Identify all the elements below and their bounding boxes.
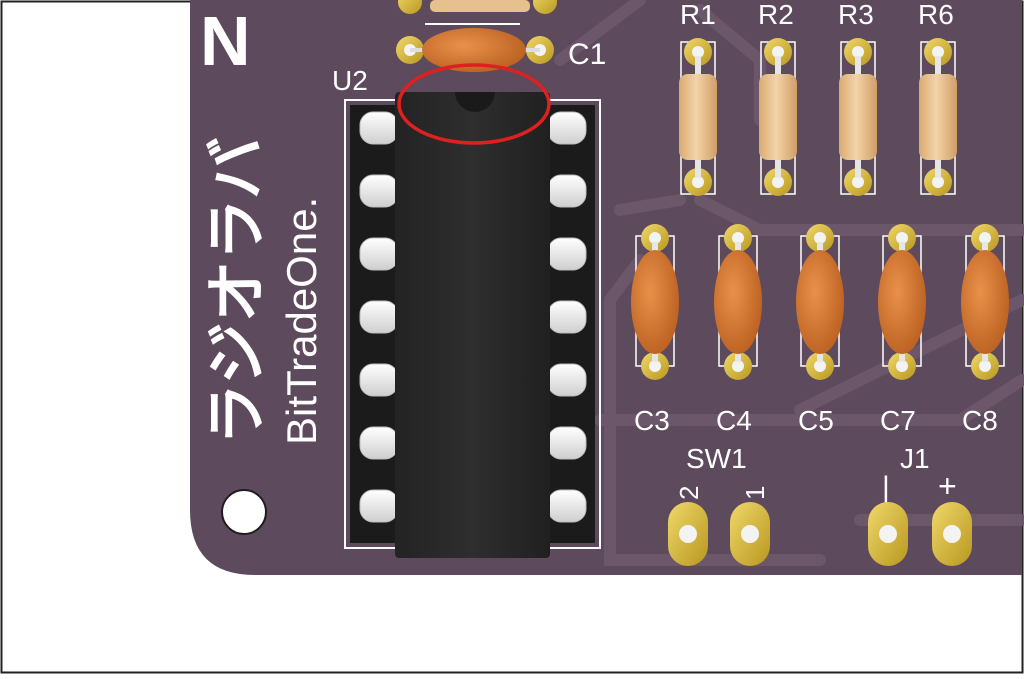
capacitor [714, 224, 762, 380]
sw1-pin2-label: 2 [674, 486, 704, 500]
label-c1: C1 [568, 38, 606, 71]
ic-pin [359, 489, 399, 523]
ic-pin [359, 426, 399, 460]
capacitor-labels: C3 C4 C5 C7 C8 [634, 405, 998, 436]
label-c5: C5 [798, 405, 834, 436]
ic-pin [547, 363, 587, 397]
label-r1: R1 [680, 0, 716, 30]
ic-pin1-notch [455, 92, 495, 112]
capacitor [631, 224, 679, 380]
ic-pin [547, 237, 587, 271]
j1-pads [868, 502, 972, 566]
label-c7: C7 [880, 405, 916, 436]
sw1-pin1-label: 1 [740, 486, 770, 500]
ic-pin [547, 489, 587, 523]
label-r2: R2 [758, 0, 794, 30]
logo-katakana: ラジオラバ [203, 137, 272, 445]
mounting-hole [221, 489, 267, 535]
sw1-pads [668, 502, 770, 566]
svg-text:1: 1 [740, 486, 770, 500]
resistor-labels: R1 R2 R3 R6 [680, 0, 954, 30]
capacitor [878, 224, 926, 380]
top-partial-component [398, 0, 557, 25]
j1-pin-plus-label: + [938, 468, 957, 504]
silk-letter-n: N [200, 2, 251, 80]
label-r6: R6 [918, 0, 954, 30]
label-sw1: SW1 [686, 443, 747, 474]
label-u2: U2 [332, 65, 368, 96]
capacitor [961, 224, 1009, 380]
ic-pin [359, 363, 399, 397]
ic-pin [359, 174, 399, 208]
highlight-ellipse [397, 63, 551, 145]
label-r3: R3 [838, 0, 874, 30]
label-c3: C3 [634, 405, 670, 436]
ic-pin [359, 300, 399, 334]
capacitor-group [631, 224, 1009, 380]
label-c8: C8 [962, 405, 998, 436]
resistor [759, 38, 797, 196]
resistor [839, 38, 877, 196]
resistor [919, 38, 957, 196]
ic-pin [547, 174, 587, 208]
label-j1: J1 [900, 443, 930, 474]
capacitor-c1 [396, 28, 554, 72]
ic-body [395, 92, 550, 558]
svg-text:2: 2 [674, 486, 704, 500]
resistor-group [679, 38, 957, 196]
resistor [679, 38, 717, 196]
logo-brand: BitTradeOne. [278, 197, 325, 445]
ic-pin [359, 237, 399, 271]
ic-pin [547, 111, 587, 145]
ic-pin [359, 111, 399, 145]
svg-text:ラジオラバ: ラジオラバ [203, 137, 272, 445]
svg-text:BitTradeOne.: BitTradeOne. [278, 197, 325, 445]
label-c4: C4 [716, 405, 752, 436]
capacitor [796, 224, 844, 380]
j1-pin-minus-label: | [882, 471, 890, 504]
ic-pin [547, 426, 587, 460]
ic-pin [547, 300, 587, 334]
